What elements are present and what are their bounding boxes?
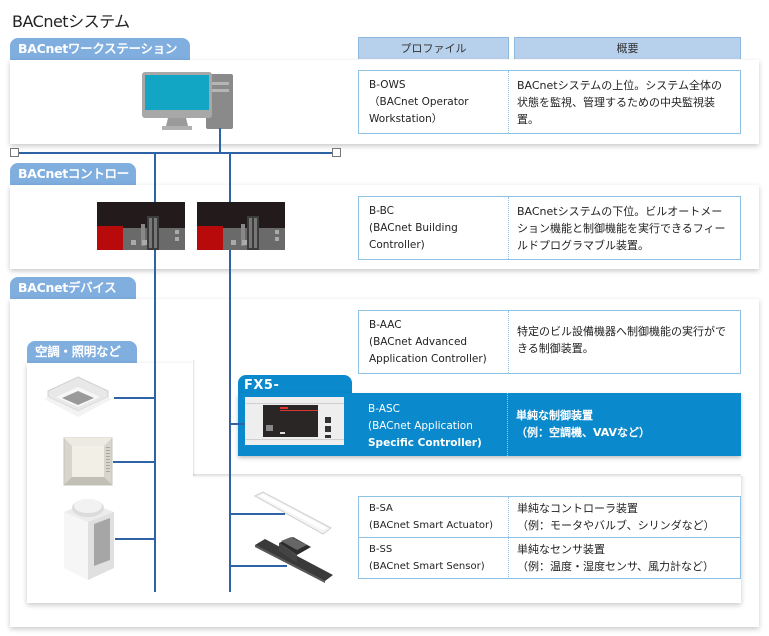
profile-name-line1: （BACnet Operator bbox=[369, 96, 469, 108]
ac-connection-line bbox=[114, 397, 155, 399]
profile-name: (BACnet Smart Sensor) bbox=[369, 561, 485, 572]
smart-devices-table: B-SA (BACnet Smart Actuator) 単純なコントローラ装置… bbox=[358, 496, 741, 579]
ceiling-cassette-ac-icon bbox=[44, 376, 112, 417]
sensor-connection-line bbox=[113, 461, 155, 463]
page-title: BACnetシステム bbox=[12, 12, 130, 31]
notch-shadow-left bbox=[193, 360, 195, 476]
network-line-right bbox=[229, 152, 231, 592]
tab-workstation: BACnetワークステーション bbox=[10, 38, 190, 60]
fx5-enet-module-icon bbox=[245, 397, 344, 445]
notch-shadow-bottom bbox=[193, 474, 741, 478]
profile-name-line1: (BACnet Advanced bbox=[369, 336, 468, 348]
aac-overview: 特定のビル設備機器へ制御機能の実行ができる制御装置。 bbox=[517, 325, 726, 355]
profile-name-line1: (BACnet Application bbox=[368, 420, 473, 432]
outdoor-unit-icon bbox=[64, 499, 114, 580]
overview-line2: （例：空調機、VAVなど） bbox=[516, 426, 651, 439]
fx5-overview: 単純な制御装置 （例：空調機、VAVなど） bbox=[508, 393, 741, 456]
profile-name-line2: Workstation） bbox=[369, 113, 443, 125]
controller-profile: B-BC (BACnet Building Controller) bbox=[359, 197, 509, 259]
profile-code: B-BC bbox=[369, 205, 394, 217]
profile-name: (BACnet Smart Actuator) bbox=[369, 520, 494, 531]
fx5-connection-line bbox=[229, 423, 245, 425]
workstation-profile: B-OWS （BACnet Operator Workstation） bbox=[359, 71, 509, 133]
overview-line1: 単純なコントローラ装置 bbox=[517, 502, 638, 515]
profile-code: B-AAC bbox=[369, 319, 402, 331]
column-header-profile: プロファイル bbox=[358, 37, 509, 59]
profile-name-line2: Controller) bbox=[369, 239, 425, 251]
profile-name-line2: Specific Controller) bbox=[368, 437, 482, 449]
wall-sensor-panel-icon bbox=[63, 437, 113, 486]
tab-hvac-group: 空調・照明など bbox=[27, 341, 137, 363]
ss-profile: B-SS (BACnet Smart Sensor) bbox=[359, 538, 509, 577]
sa-connection-line bbox=[229, 513, 285, 515]
workstation-profile-row: B-OWS （BACnet Operator Workstation） BACn… bbox=[358, 70, 741, 134]
overview-line1: 単純な制御装置 bbox=[516, 409, 593, 422]
fx5-profile: B-ASC (BACnet Application Specific Contr… bbox=[358, 393, 508, 456]
network-bus-line bbox=[14, 152, 337, 154]
tab-controller: BACnetコントローラ bbox=[10, 163, 136, 203]
workstation-drop-line bbox=[219, 128, 221, 153]
computer-workstation-icon bbox=[142, 72, 233, 130]
column-header-overview: 概要 bbox=[514, 37, 741, 59]
ss-connection-line bbox=[229, 565, 287, 567]
profile-code: B-SA bbox=[369, 503, 393, 514]
controller-overview: BACnetシステムの下位。ビルオートメーション機能と制御機能を実行できるフィー… bbox=[517, 205, 726, 252]
aac-profile-row: B-AAC (BACnet Advanced Application Contr… bbox=[358, 310, 741, 374]
profile-name-line1: (BACnet Building bbox=[369, 222, 458, 234]
linear-actuator-icon bbox=[255, 537, 333, 583]
outdoor-unit-connection-line bbox=[115, 538, 155, 540]
overview-line2: （例：モータやバルブ、シリンダなど） bbox=[517, 519, 715, 532]
controller-profile-row: B-BC (BACnet Building Controller) BACnet… bbox=[358, 196, 741, 260]
fx5-profile-row: B-ASC (BACnet Application Specific Contr… bbox=[358, 393, 741, 456]
profile-code: B-SS bbox=[369, 544, 393, 555]
profile-name-line2: Application Controller) bbox=[369, 353, 487, 365]
plc-controller-icon bbox=[97, 202, 185, 250]
overview-line2: （例：温度・湿度センサ、風力計など） bbox=[517, 560, 715, 573]
sa-profile: B-SA (BACnet Smart Actuator) bbox=[359, 497, 509, 537]
network-line-left bbox=[154, 152, 156, 592]
aac-profile: B-AAC (BACnet Advanced Application Contr… bbox=[359, 311, 509, 373]
overview-line1: 単純なセンサ装置 bbox=[517, 543, 605, 556]
bus-terminator-left bbox=[10, 148, 19, 157]
sa-profile-row: B-SA (BACnet Smart Actuator) 単純なコントローラ装置… bbox=[359, 497, 740, 537]
profile-code: B-OWS bbox=[369, 79, 406, 91]
ss-overview: 単純なセンサ装置 （例：温度・湿度センサ、風力計など） bbox=[509, 538, 740, 577]
tab-device: BACnetデバイス bbox=[10, 277, 136, 299]
ss-profile-row: B-SS (BACnet Smart Sensor) 単純なセンサ装置 （例：温… bbox=[359, 537, 740, 577]
sa-overview: 単純なコントローラ装置 （例：モータやバルブ、シリンダなど） bbox=[509, 497, 740, 537]
bus-terminator-right bbox=[332, 148, 341, 157]
workstation-overview: BACnetシステムの上位。システム全体の状態を監視、管理するための中央監視装置… bbox=[517, 79, 722, 126]
profile-code: B-ASC bbox=[368, 403, 400, 415]
plc-controller-icon bbox=[197, 202, 285, 250]
led-light-fixture-icon bbox=[253, 491, 332, 535]
